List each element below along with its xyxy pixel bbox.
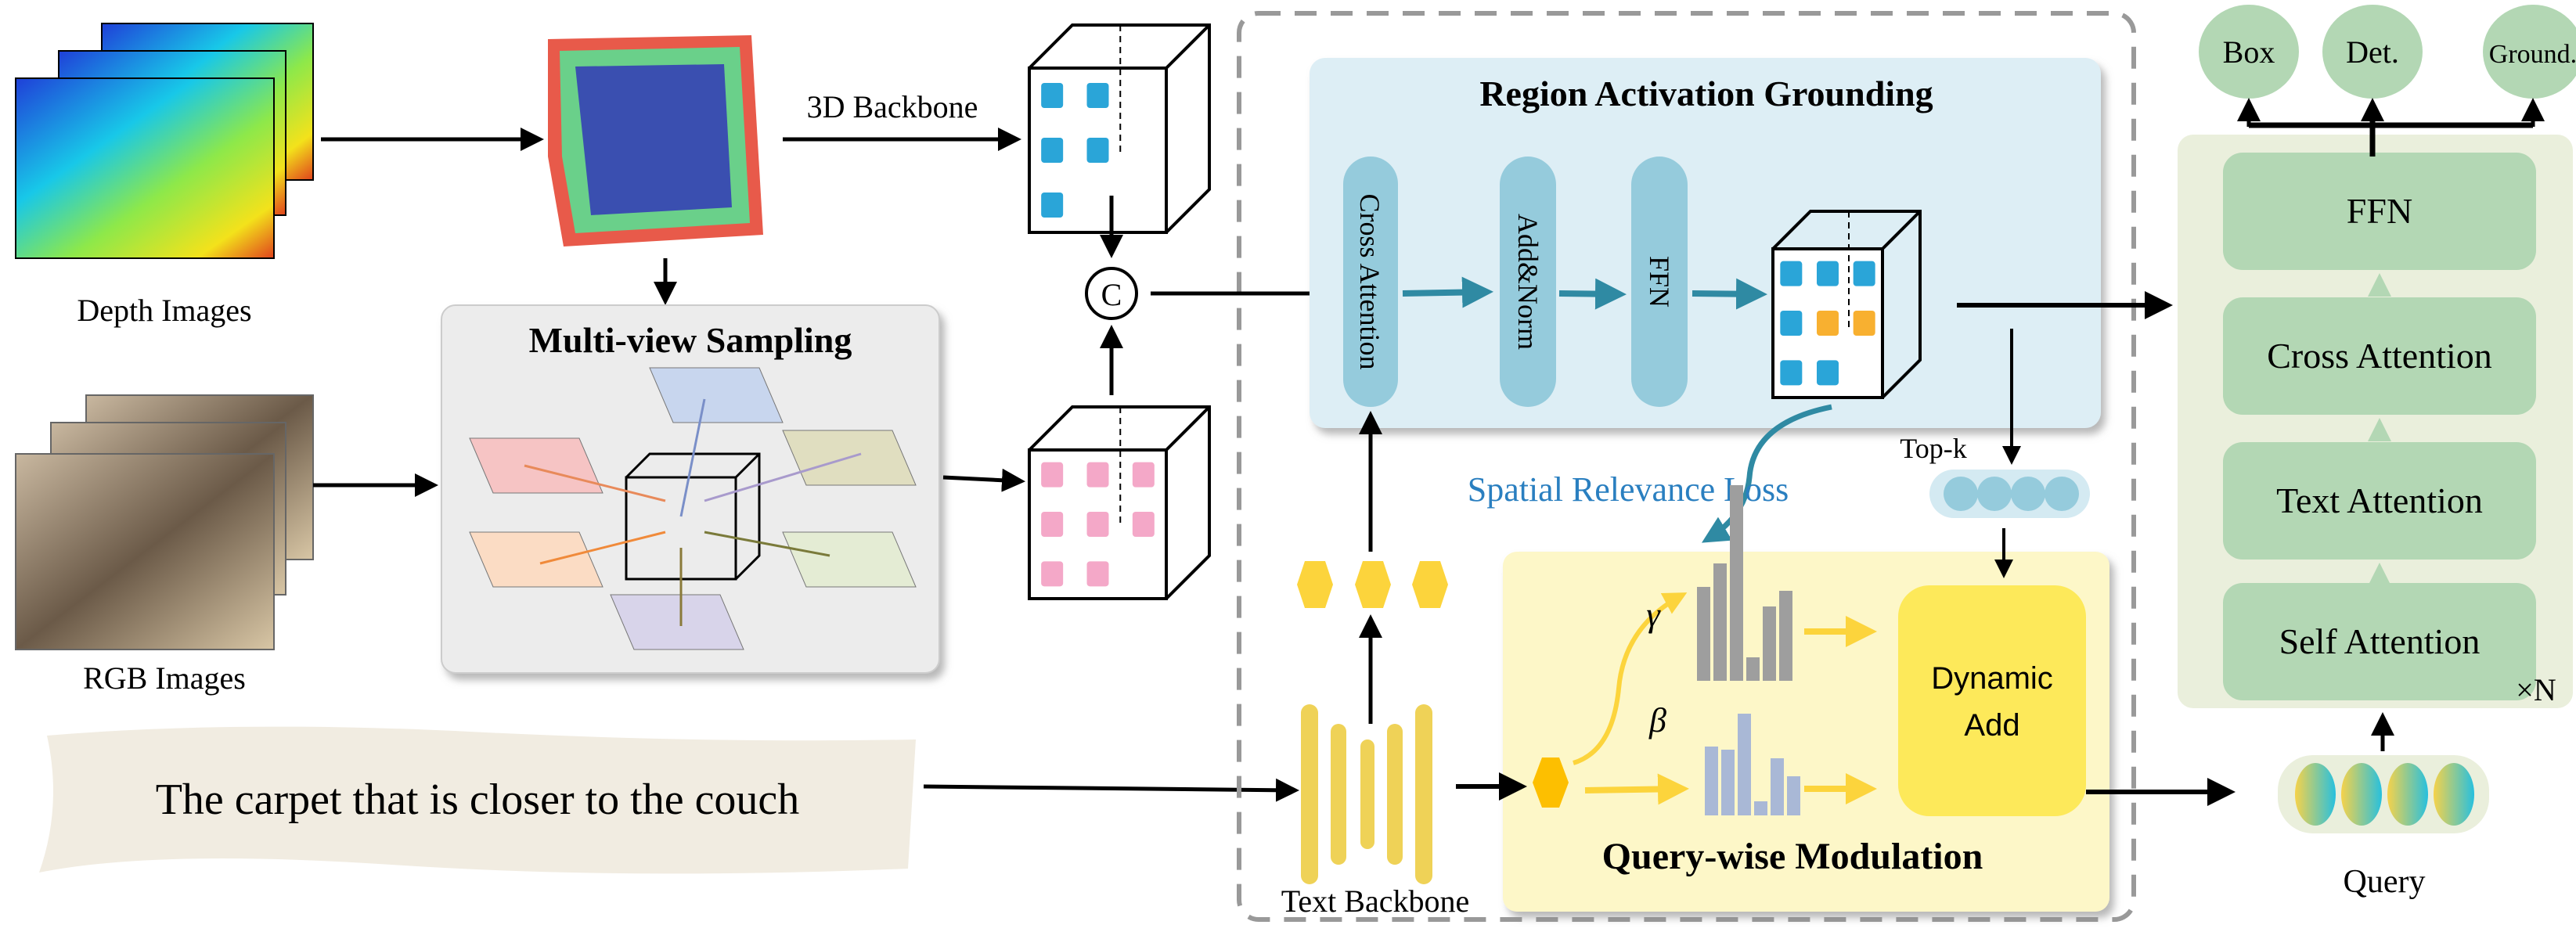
bar xyxy=(1697,587,1710,681)
decoder-layer-label: FFN xyxy=(2347,191,2412,231)
voxel xyxy=(1817,261,1839,286)
decoder-layer-cross-attention xyxy=(2223,297,2536,415)
activated-voxel-cube xyxy=(1771,210,1922,399)
arrow-sampling-to-cube xyxy=(942,468,1025,492)
decoder-outputs: Box Det. Ground. xyxy=(2199,5,2576,99)
bar xyxy=(1763,606,1776,681)
decoder-layer-text-attention xyxy=(2223,442,2536,560)
beta-label: β xyxy=(1648,701,1666,739)
voxel-cube-3d-features xyxy=(1028,23,1211,234)
gamma-bars xyxy=(1697,485,1792,681)
depth-images xyxy=(15,23,314,259)
voxel xyxy=(1817,311,1839,336)
output-ground xyxy=(2483,5,2576,99)
voxel xyxy=(1780,311,1803,336)
output-label: Det. xyxy=(2346,34,2399,70)
voxel xyxy=(1041,83,1064,108)
voxel xyxy=(1853,261,1875,286)
topk-label: Top-k xyxy=(1900,433,1966,464)
text-query-banner: The carpet that is closer to the couch xyxy=(39,726,916,874)
rgb-images-label: RGB Images xyxy=(83,660,246,696)
voxel xyxy=(1041,138,1064,163)
text-backbone-label: Text Backbone xyxy=(1281,883,1469,919)
rgb-images xyxy=(15,394,314,650)
query-tokens xyxy=(2278,755,2489,833)
bar xyxy=(1754,801,1767,815)
text-query: The carpet that is closer to the couch xyxy=(156,775,800,824)
voxel xyxy=(1132,512,1155,537)
voxel xyxy=(1041,512,1064,537)
bar xyxy=(1713,563,1727,681)
voxel xyxy=(1780,360,1803,386)
decoder-layer-label: Cross Attention xyxy=(2267,336,2492,376)
concat-node: C xyxy=(1085,267,1138,320)
voxel xyxy=(1041,193,1064,218)
multiview-sampling-title: Multi-view Sampling xyxy=(529,320,852,360)
point-cloud-scene xyxy=(548,35,763,246)
bar xyxy=(1771,758,1784,815)
dynamic-add-line2: Add xyxy=(1964,708,2019,743)
voxel xyxy=(1041,462,1064,488)
rag-add-norm-block xyxy=(1500,157,1556,407)
multiview-sampling-module: Multi-view Sampling xyxy=(441,304,940,674)
decoder-layer-label: Self Attention xyxy=(2279,621,2481,661)
beta-bars xyxy=(1705,714,1800,815)
bar xyxy=(1721,750,1735,815)
voxel xyxy=(1132,462,1155,488)
output-label: Ground. xyxy=(2489,40,2576,69)
rag-ffn-block xyxy=(1631,157,1688,407)
dynamic-add-line1: Dynamic xyxy=(1931,661,2053,696)
voxel xyxy=(1086,462,1109,488)
decoder-layer-ffn xyxy=(2223,153,2536,270)
voxel xyxy=(1780,261,1803,286)
arrow-text-to-backbone xyxy=(923,778,1299,802)
decoder-layer-self-attention xyxy=(2223,583,2536,700)
bar xyxy=(1746,657,1760,681)
depth-images-label: Depth Images xyxy=(77,293,251,328)
rag-add-norm-label: Add&Norm xyxy=(1512,214,1544,350)
bar xyxy=(1787,776,1800,815)
output-label: Box xyxy=(2223,34,2275,70)
concat-symbol: C xyxy=(1101,277,1122,312)
rag-cross-attention-block xyxy=(1343,157,1398,407)
rag-cross-attention-label: Cross Attention xyxy=(1354,193,1385,369)
rag-title: Region Activation Grounding xyxy=(1479,74,1933,113)
dynamic-add-block xyxy=(1898,585,2086,816)
region-activation-grounding-module: Region Activation Grounding Cross Attent… xyxy=(1310,58,2101,543)
bar xyxy=(1779,591,1792,681)
voxel xyxy=(1041,561,1064,587)
rag-ffn-label: FFN xyxy=(1644,256,1675,308)
bar xyxy=(1705,747,1718,815)
core-modules-container xyxy=(1237,11,2136,922)
bar xyxy=(1738,714,1751,815)
qwm-title: Query-wise Modulation xyxy=(1602,836,1983,877)
decoder-repeat-label: ×N xyxy=(2516,672,2556,707)
output-box xyxy=(2199,5,2299,99)
3d-backbone-label: 3D Backbone xyxy=(807,89,978,124)
query-wise-modulation-module: Query-wise Modulation γ β Dynamic Add xyxy=(1503,485,2109,912)
voxel xyxy=(1086,83,1109,108)
voxel xyxy=(1853,311,1875,336)
text-feature-tokens xyxy=(1297,561,1448,608)
gamma-label: γ xyxy=(1646,596,1661,634)
output-det xyxy=(2322,5,2423,99)
voxel xyxy=(1086,138,1109,163)
decoder-layer-label: Text Attention xyxy=(2276,480,2483,520)
text-backbone-block xyxy=(1301,704,1432,884)
topk-tokens xyxy=(1929,470,2090,518)
voxel-cube-image-features xyxy=(1028,405,1211,600)
voxel xyxy=(1086,561,1109,587)
voxel xyxy=(1817,360,1839,386)
sentence-feature-token xyxy=(1533,757,1569,808)
query-label: Query xyxy=(2344,864,2426,900)
bar xyxy=(1730,485,1743,681)
voxel xyxy=(1086,512,1109,537)
